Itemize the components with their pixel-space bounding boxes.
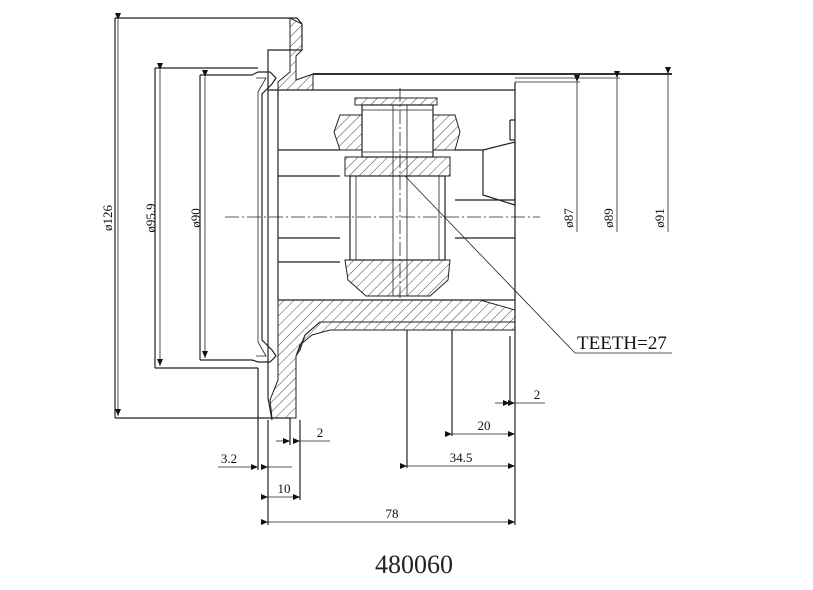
dim-diameter-87: ø87 [561,208,576,228]
dim-diameter-90: ø90 [188,208,203,228]
dim-diameter-95-9: ø95.9 [143,203,158,232]
stub-shaft [257,330,516,525]
dim-10: 10 [278,481,291,496]
dim-34-5: 34.5 [450,450,473,465]
dim-3-2: 3.2 [221,451,237,466]
dim-diameter-91: ø91 [652,208,667,228]
teeth-callout: TEETH=27 [577,333,667,354]
roller-assembly [333,88,461,298]
dim-78: 78 [386,506,399,521]
dim-2-right: 2 [534,387,541,402]
dim-20: 20 [478,418,491,433]
housing-hatched-sections [269,17,516,419]
dim-diameter-89: ø89 [601,208,616,228]
dimension-lines [115,13,672,525]
dim-2-left: 2 [317,425,324,440]
dim-diameter-126: ø126 [100,205,115,232]
part-number: 480060 [375,550,453,579]
